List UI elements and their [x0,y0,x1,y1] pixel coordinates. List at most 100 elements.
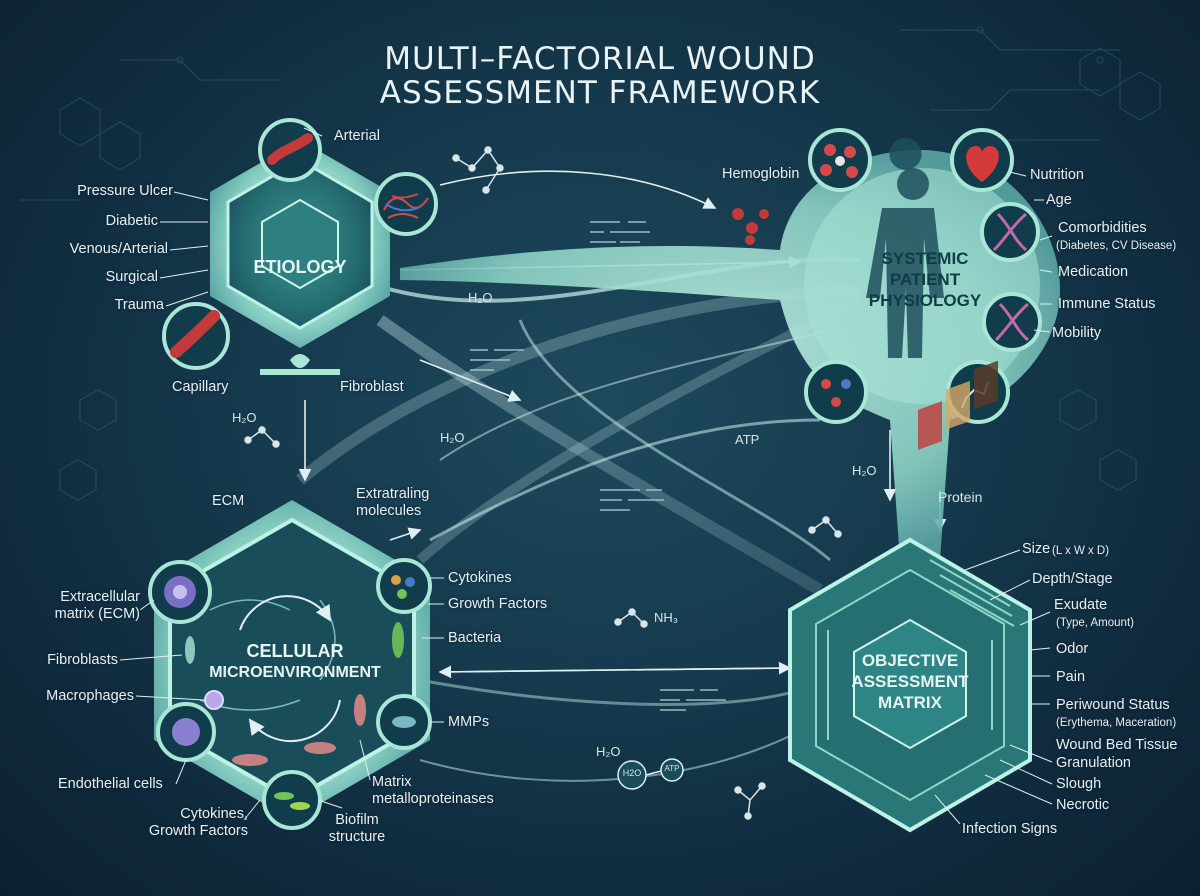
systemic-icons [804,128,1042,424]
endothelial-cell-icon [156,702,216,762]
cellular-leader-lines [119,577,444,821]
label-extratraling-l1: Extratraling [356,486,430,502]
label-slough: Slough [1056,776,1102,792]
etiology-hub-graphic [210,140,390,375]
capillary-icon [162,302,230,370]
biofilm-icon [262,770,322,830]
label-fibroblasts: Fibroblasts [47,652,118,668]
cellular-hub-graphic [154,500,430,820]
label-matrix-mmp-l2: metalloproteinases [372,791,494,807]
label-medication: Medication [1058,264,1129,280]
label-biofilm-l1: Biofilm [335,812,379,828]
label-h2o-a: H₂O [468,290,493,305]
label-granulation: Granulation [1056,755,1131,771]
vessel-network-icon [374,172,438,236]
label-atp: ATP [735,432,760,447]
label-cytokines: Cytokines [448,570,512,586]
node-h2o: H2O [622,768,642,778]
mmp-icon [376,694,432,750]
cellular-hub-title-l1: CELLULAR [246,641,344,661]
label-size: Size [1022,541,1051,557]
macrophage-icon [204,690,224,710]
label-mmps: MMPs [448,714,490,730]
label-nh3: NH₃ [654,610,679,625]
label-nutrition: Nutrition [1030,167,1084,183]
cellular-icons [148,558,432,830]
heart-icon [950,128,1014,192]
label-pressure-ulcer: Pressure Ulcer [77,183,173,199]
objective-hub-graphic [788,360,1032,833]
flow-node-circles [617,758,684,790]
label-depth-stage: Depth/Stage [1032,571,1113,587]
node-atp: ATP [664,764,680,773]
cellular-hub-title-l2: MICROENVIRONMENT [209,664,381,681]
objective-hub-title-l3: MATRIX [878,693,942,712]
label-necrotic: Necrotic [1056,797,1110,813]
label-protein: Protein [938,489,983,505]
label-age: Age [1046,192,1072,208]
systemic-hub-title-l2: PATIENT [889,270,961,289]
label-extracellular-matrix-l1: Extracellular [60,589,140,605]
label-growth-factors: Growth Factors [448,596,548,612]
label-diabetic: Diabetic [105,213,158,229]
label-ecm: ECM [212,493,245,509]
label-infection-signs: Infection Signs [962,821,1058,837]
label-exudate: Exudate [1054,597,1108,613]
label-periwound-sub: (Erythema, Maceration) [1056,717,1177,729]
data-dashes [470,221,726,711]
etiology-hub-title: ETIOLOGY [253,257,347,277]
molecule-decorations [244,146,842,820]
label-immune-status: Immune Status [1058,296,1156,312]
objective-hub-title-l1: OBJECTIVE [861,651,959,670]
label-extratraling-l2: molecules [356,503,422,519]
label-comorbidities: Comorbidities [1058,220,1147,236]
red-molecule-icon [732,208,769,245]
label-venous-arterial: Venous/Arterial [69,241,168,257]
dna-icon [980,202,1040,262]
label-wound-bed: Wound Bed Tissue [1056,737,1178,753]
diagram-title-line2: ASSESSMENT FRAMEWORK [379,75,821,111]
molecule-icon [804,360,868,424]
label-arterial: Arterial [334,128,380,144]
label-endothelial-cells: Endothelial cells [58,776,163,792]
label-comorbidities-sub: (Diabetes, CV Disease) [1056,240,1177,252]
artery-icon [258,118,322,182]
label-cytokines-gf-l2: Growth Factors [148,823,248,839]
label-biofilm-l2: structure [328,829,386,845]
label-surgical: Surgical [105,269,158,285]
hemoglobin-icon [808,128,872,192]
objective-hub-title-l2: ASSESSMENT [851,672,969,691]
label-cytokines-gf-l1: Cytokines, [180,806,248,822]
label-capillary: Capillary [172,379,229,395]
ecm-cell-icon [148,560,212,624]
label-h2o-e: H₂O [596,744,621,759]
label-extracellular-matrix-l2: matrix (ECM) [54,606,140,622]
diagram-title-line1: MULTI–FACTORIAL WOUND [384,41,816,77]
label-trauma: Trauma [114,297,164,313]
label-h2o-c: H₂O [440,430,465,445]
objective-leader-lines [934,549,1053,825]
systemic-hub-title-l1: SYSTEMIC [881,249,969,268]
label-fibroblast: Fibroblast [340,379,404,395]
flow-tubes [296,257,863,782]
label-hemoglobin: Hemoglobin [722,166,800,182]
label-h2o-d: H₂O [852,463,877,478]
etiology-icons [162,118,438,370]
label-matrix-mmp-l1: Matrix [372,774,412,790]
label-pain: Pain [1056,669,1086,685]
dna-helix-icon [982,292,1042,352]
label-odor: Odor [1056,641,1089,657]
label-mobility: Mobility [1052,325,1102,341]
label-exudate-sub: (Type, Amount) [1056,617,1134,629]
label-size-sub: (L x W x D) [1052,545,1110,557]
etiology-leader-lines [159,127,323,307]
label-macrophages: Macrophages [46,688,134,704]
label-bacteria: Bacteria [448,630,502,646]
label-periwound: Periwound Status [1056,697,1170,713]
systemic-hub-title-l3: PHYSIOLOGY [868,291,982,310]
label-h2o-b: H₂O [232,410,257,425]
systemic-leader-lines [1009,171,1053,333]
cytokines-icon [376,558,432,614]
